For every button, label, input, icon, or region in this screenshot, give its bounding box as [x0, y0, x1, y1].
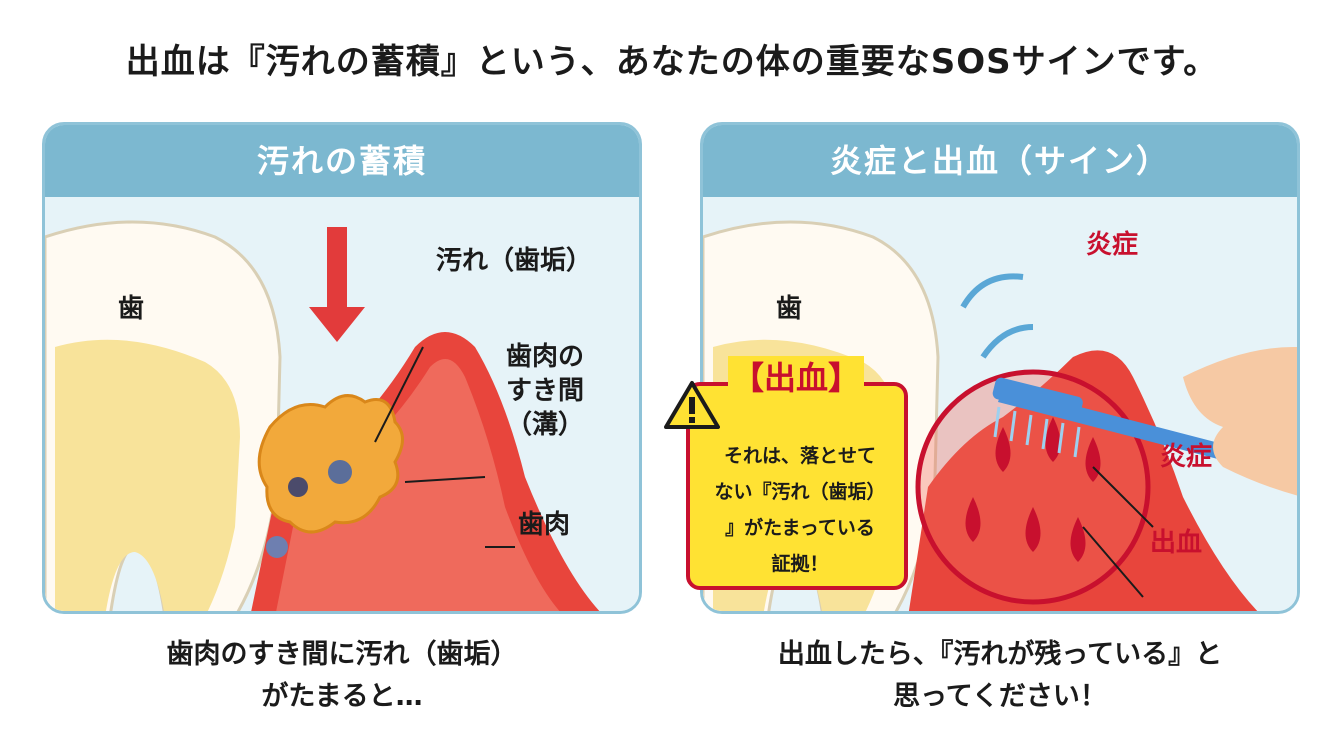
blood-drop-icon — [995, 427, 1011, 472]
label-inflammation-top: 炎症 — [1086, 230, 1139, 260]
plaque-blob — [257, 394, 404, 534]
arrow-down-icon — [309, 227, 365, 342]
bleeding-callout: 【出血】 それは、落とせて ない『汚れ（歯垢） 』がたまっている 証拠！ — [686, 356, 908, 590]
panel-title-left: 汚れの蓄積 — [45, 125, 639, 197]
gum-shape — [908, 350, 1258, 611]
blood-drop-icon — [1025, 507, 1041, 552]
blood-drop-icon — [1045, 417, 1061, 462]
label-tooth-right: 歯 — [776, 294, 803, 324]
blood-drop-icon — [965, 497, 981, 542]
callout-title: 【出血】 — [728, 356, 865, 400]
panel-title-right: 炎症と出血（サイン） — [703, 125, 1297, 197]
label-plaque: 汚れ（歯垢） — [436, 246, 593, 276]
label-tooth-left: 歯 — [118, 294, 145, 324]
bacteria-icon — [328, 460, 352, 484]
inflammation-circle — [915, 369, 1151, 605]
bacteria-icon — [288, 477, 308, 497]
panel-plaque-accumulation: 汚れの蓄積 — [42, 122, 642, 614]
callout-body: それは、落とせて ない『汚れ（歯垢） 』がたまっている 証拠！ — [714, 445, 886, 575]
motion-arrow-icon — [960, 273, 1024, 309]
blood-drop-icon — [1070, 517, 1086, 562]
bacteria-icon — [266, 536, 288, 558]
warning-icon — [664, 381, 720, 429]
caption-right: 出血したら、『汚れが残っている』と 思ってください！ — [777, 639, 1223, 712]
plaque-illustration — [45, 197, 639, 611]
label-gum-gap: 歯肉の すき間 （溝） — [505, 342, 584, 440]
caption-left: 歯肉のすき間に汚れ（歯垢） がたまると… — [166, 639, 518, 712]
label-bleeding: 出血 — [1150, 528, 1203, 558]
label-gum-left: 歯肉 — [518, 510, 571, 540]
motion-arrow-icon — [980, 324, 1034, 359]
hand-icon — [1183, 347, 1297, 496]
headline: 出血は『汚れの蓄積』という、あなたの体の重要なSOSサインです。 — [125, 42, 1219, 82]
label-inflammation-side: 炎症 — [1160, 442, 1213, 472]
tooth-dentin — [55, 339, 240, 611]
